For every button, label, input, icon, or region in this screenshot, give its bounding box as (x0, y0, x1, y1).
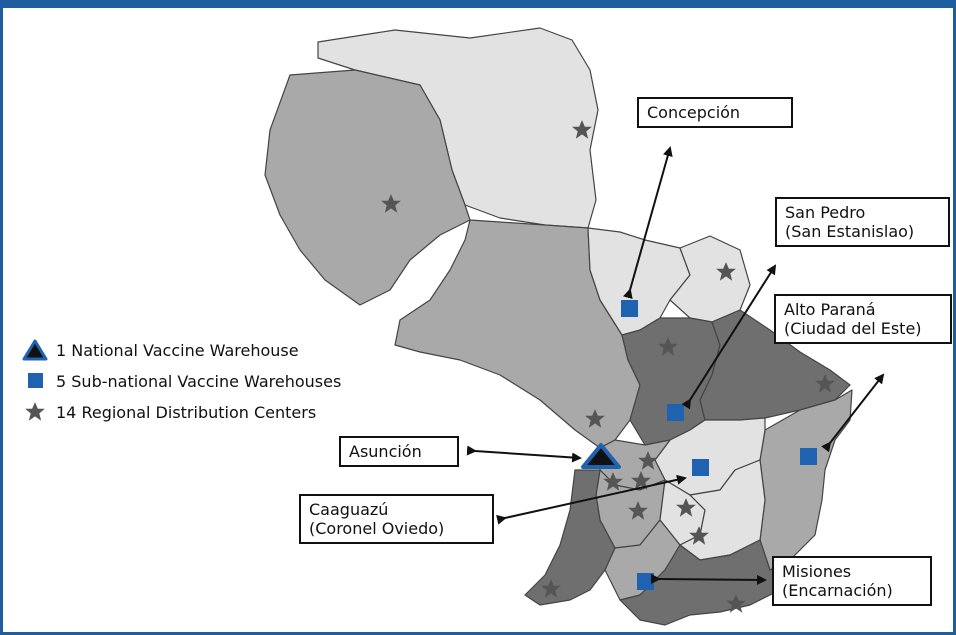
label-line: Caaguazú (309, 500, 389, 519)
label-line: Alto Paraná (784, 300, 876, 319)
label-alto-parana: Alto Paraná (Ciudad del Este) (774, 294, 952, 344)
legend-row-national: 1 National Vaccine Warehouse (22, 339, 299, 361)
sub-national-warehouses (621, 300, 817, 590)
label-misiones: Misiones (Encarnación) (772, 556, 932, 606)
label-caaguazu: Caaguazú (Coronel Oviedo) (299, 494, 494, 544)
label-line: (Encarnación) (782, 581, 893, 600)
square-icon (22, 370, 48, 392)
star-icon (22, 401, 48, 423)
label-line: Misiones (782, 562, 852, 581)
label-concepcion: Concepción (637, 97, 793, 128)
legend-row-sub-national: 5 Sub-national Vaccine Warehouses (22, 370, 341, 392)
top-bar (0, 0, 956, 8)
label-line: (Ciudad del Este) (784, 319, 922, 338)
legend-row-regional: 14 Regional Distribution Centers (22, 401, 316, 423)
label-line: (Coronel Oviedo) (309, 519, 445, 538)
national-warehouse-marker (581, 443, 621, 469)
label-line: Asunción (349, 442, 422, 461)
legend-text: 1 National Vaccine Warehouse (56, 340, 299, 360)
label-line: San Pedro (785, 203, 866, 222)
legend-text: 14 Regional Distribution Centers (56, 402, 317, 422)
legend-text: 5 Sub-national Vaccine Warehouses (56, 371, 342, 391)
region-boqueron (264, 69, 471, 306)
label-san-pedro: San Pedro (San Estanislao) (775, 197, 950, 247)
region-alto-parana (759, 389, 853, 571)
label-line: Concepción (647, 103, 741, 122)
label-asuncion: Asunción (339, 436, 459, 467)
triangle-icon (22, 339, 48, 361)
label-line: (San Estanislao) (785, 222, 915, 241)
